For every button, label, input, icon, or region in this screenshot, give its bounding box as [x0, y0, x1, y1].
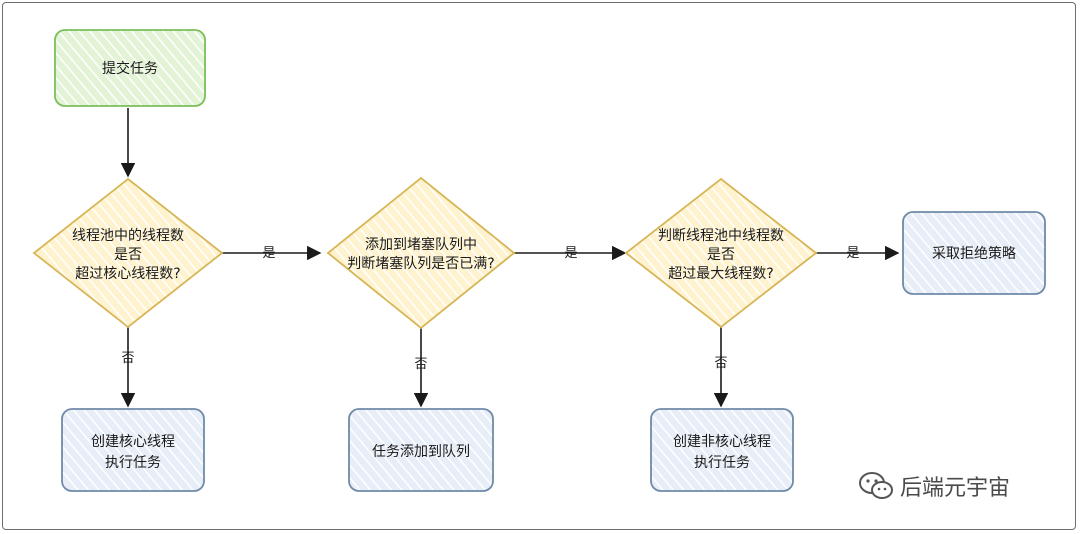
node-reject-policy: 采取拒绝策略 — [902, 211, 1046, 295]
edge-queue-yes-label: 是 — [564, 246, 577, 261]
check-queue-line-2: 判断堵塞队列是否已满? — [347, 255, 494, 272]
reject-policy-text: 采取拒绝策略 — [932, 245, 1016, 262]
node-create-noncore: 创建非核心线程 执行任务 — [650, 408, 794, 492]
check-core-line-1: 线程池中的线程数 — [72, 228, 184, 244]
edge-core-no-label: 否 — [121, 351, 134, 366]
create-noncore-line-1: 创建非核心线程 — [673, 434, 771, 450]
create-noncore-line-2: 执行任务 — [694, 455, 750, 471]
add-to-queue-text: 任务添加到队列 — [372, 444, 470, 460]
check-max-line-2: 是否 — [707, 247, 735, 263]
wechat-icon — [858, 471, 894, 501]
create-core-line-1: 创建核心线程 — [91, 434, 175, 450]
check-max-line-3: 超过最大线程数? — [668, 266, 773, 282]
create-core-line-2: 执行任务 — [105, 455, 161, 471]
edges: 是 是 是 否 否 否 — [120, 108, 900, 408]
node-check-core: 线程池中的线程数 是否 超过核心线程数? — [32, 177, 224, 329]
node-submit-task: 提交任务 — [54, 29, 206, 107]
check-core-line-3: 超过核心线程数? — [75, 266, 180, 282]
node-add-to-queue: 任务添加到队列 — [348, 408, 494, 492]
submit-task-text: 提交任务 — [102, 60, 158, 77]
edge-core-yes-label: 是 — [262, 246, 275, 261]
edge-max-no-label: 否 — [714, 356, 727, 371]
check-queue-line-1: 添加到堵塞队列中 — [365, 236, 477, 253]
check-max-line-1: 判断线程池中线程数 — [658, 228, 784, 244]
node-check-queue: 添加到堵塞队列中 判断堵塞队列是否已满? — [326, 176, 516, 330]
watermark: 后端元宇宙 — [858, 470, 1010, 502]
node-create-core: 创建核心线程 执行任务 — [61, 408, 205, 492]
check-core-line-2: 是否 — [114, 247, 142, 263]
edge-max-yes-label: 是 — [846, 246, 859, 261]
edge-queue-no-label: 否 — [414, 357, 427, 372]
node-check-max: 判断线程池中线程数 是否 超过最大线程数? — [624, 177, 818, 329]
watermark-text: 后端元宇宙 — [900, 476, 1011, 501]
